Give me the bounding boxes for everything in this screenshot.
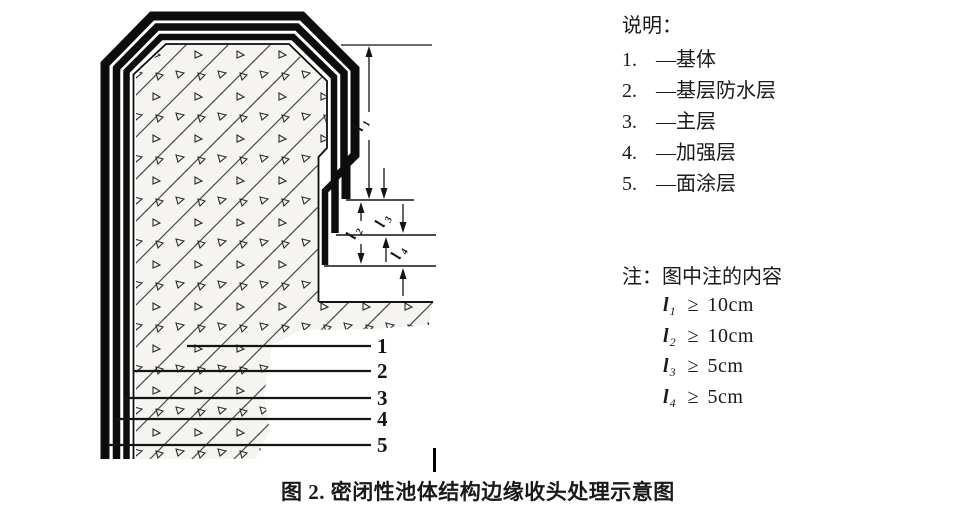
- legend-title: 说明：: [622, 15, 682, 37]
- legend-item-label: —加强层: [656, 142, 736, 164]
- legend-item-number: 1.: [622, 49, 637, 71]
- legend-panel: 说明： 1. —基体 2. —基层防水层 3. —主层 4. —加强层 5. —…: [622, 13, 952, 200]
- dim-label-l2: l: [343, 230, 361, 241]
- dimension-l1: l 1: [350, 46, 373, 199]
- text-cursor: [433, 448, 436, 472]
- legend-item-3: 3. —主层: [622, 107, 952, 138]
- legend-item-2: 2. —基层防水层: [622, 76, 952, 107]
- dimension-l3: l 3: [372, 168, 407, 233]
- figure-caption: 图 2. 密闭性池体结构边缘收头处理示意图: [281, 480, 675, 504]
- substrate-hatch-region: [136, 45, 433, 459]
- svg-text:2: 2: [354, 227, 366, 237]
- note-value: 5cm: [707, 355, 744, 377]
- layer-band-inner: [123, 33, 338, 459]
- legend-item-number: 4.: [622, 142, 637, 164]
- leader-label-3: 3: [377, 386, 388, 410]
- leader-label-2: 2: [377, 359, 388, 383]
- note-symbol: l: [663, 294, 669, 316]
- legend-item-5: 5. —面涂层: [622, 169, 952, 200]
- note-symbol: l: [663, 385, 669, 408]
- note-subscript: 3: [669, 365, 676, 379]
- note-subscript: 4: [669, 395, 676, 410]
- note-operator: ≥: [687, 355, 699, 377]
- dim-label-l4: l: [388, 250, 406, 261]
- legend-item-number: 2.: [622, 80, 637, 102]
- dim-label-l3: l: [372, 218, 390, 229]
- leader-label-4: 4: [377, 407, 388, 431]
- leader-label-5: 5: [377, 433, 388, 457]
- notes-title: 注：图中注的内容: [622, 266, 782, 288]
- extension-lines: [324, 44, 436, 267]
- note-operator: ≥: [687, 294, 699, 316]
- coating-layer-bands: [100, 11, 360, 459]
- note-operator: ≥: [687, 385, 699, 408]
- note-operator: ≥: [687, 324, 699, 347]
- leader-label-1: 1: [377, 334, 388, 358]
- legend-item-1: 1. —基体: [622, 45, 952, 76]
- note-subscript: 2: [669, 334, 676, 349]
- note-symbol: l: [663, 324, 669, 347]
- note-value: 5cm: [707, 385, 744, 408]
- note-value: 10cm: [707, 294, 754, 316]
- legend-item-label: —面涂层: [656, 173, 736, 195]
- dimension-l4: l 4: [382, 237, 411, 296]
- svg-text:4: 4: [399, 247, 411, 257]
- note-value: 10cm: [707, 324, 754, 347]
- svg-text:3: 3: [383, 215, 395, 225]
- dimension-l2: l 2: [343, 202, 366, 264]
- svg-text:1: 1: [361, 119, 373, 128]
- leader-lines: [107, 344, 371, 447]
- legend-item-number: 3.: [622, 111, 637, 133]
- legend-item-label: —基层防水层: [656, 80, 776, 102]
- layer-boundary-line: [132, 43, 328, 459]
- note-symbol: l: [663, 355, 669, 377]
- legend-item-label: —主层: [656, 111, 716, 133]
- legend-item-4: 4. —加强层: [622, 138, 952, 169]
- legend-item-number: 5.: [622, 173, 637, 195]
- leader-labels: 1 2 3 4 5: [377, 334, 388, 457]
- dim-label-l1: l: [350, 122, 368, 133]
- legend-item-label: —基体: [656, 49, 716, 71]
- note-subscript: 1: [669, 304, 676, 318]
